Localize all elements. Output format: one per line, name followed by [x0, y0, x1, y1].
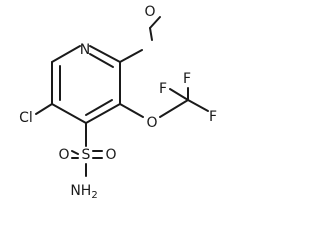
bonds — [35, 16, 209, 177]
atom-o-ether: O — [146, 115, 157, 131]
bond-c3-o-ether — [119, 103, 144, 118]
bond-n1-c2-double — [89, 53, 114, 68]
atom-labels: N O O F F F Cl S O O NH2 — [19, 4, 217, 201]
atom-f2: F — [209, 109, 217, 125]
atom-nh2-subscript: 2 — [91, 190, 97, 201]
atom-o-s2: O — [105, 147, 116, 163]
bond-c3-c4-double — [85, 99, 113, 116]
atom-n1: N — [80, 42, 90, 58]
atom-o-methoxy: O — [144, 4, 155, 20]
bond-c2-o-methoxy — [119, 49, 143, 63]
atom-nh2: NH2 — [70, 183, 97, 201]
chemical-structure: N O O F F F Cl S O O NH2 — [19, 4, 217, 201]
atom-nh2-main: NH — [70, 183, 91, 199]
bond-c4-c5 — [51, 103, 87, 124]
bond-c-f3 — [169, 88, 189, 101]
atom-f3: F — [159, 81, 167, 97]
bond-c-f2 — [187, 99, 209, 112]
bond-c3-c4 — [85, 103, 121, 124]
bond-c5-cl — [35, 103, 53, 115]
bond-s-o1-a — [71, 150, 79, 155]
bond-o-cf3 — [159, 99, 189, 118]
atom-o-s1: O — [58, 147, 69, 163]
atom-cl: Cl — [19, 110, 33, 126]
bond-o-methyl-2 — [149, 27, 153, 41]
bond-o-methyl — [149, 16, 161, 29]
bond-n1-c2 — [89, 45, 121, 63]
atom-f1: F — [183, 71, 191, 87]
atom-s: S — [82, 147, 91, 163]
bond-c6-n1 — [51, 45, 81, 63]
